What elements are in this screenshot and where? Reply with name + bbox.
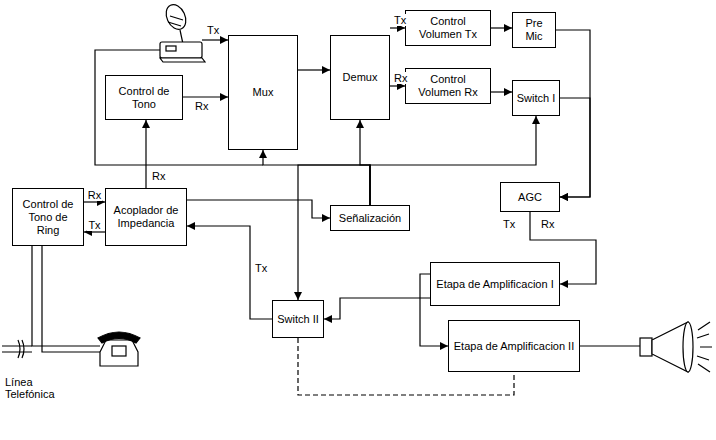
signal-label: Línea Telefónica <box>4 376 76 400</box>
signal-label: Tx <box>206 24 220 36</box>
signal-label: Rx <box>194 100 209 112</box>
signal-arrow <box>84 201 105 202</box>
box-label: Pre Mic <box>516 17 552 43</box>
box-label: Switch II <box>277 313 319 326</box>
microphone-icon <box>160 1 205 62</box>
signal-arrow <box>324 298 430 319</box>
process-box: Switch I <box>512 80 560 116</box>
signal-arrow <box>556 30 590 197</box>
signal-arrow <box>84 231 105 232</box>
process-box: Control de Tono de Ring <box>12 188 84 246</box>
box-label: AGC <box>518 191 542 204</box>
process-box: Control Volumen Tx <box>405 10 491 46</box>
process-box: Pre Mic <box>512 12 556 48</box>
signal-arrow <box>187 226 272 319</box>
box-label: Control Volumen Tx <box>409 15 487 41</box>
box-label: Control Volumen Rx <box>409 73 487 99</box>
signal-label: Rx <box>393 72 408 84</box>
process-box: Control de Tono <box>105 75 183 120</box>
edge-label: Rx <box>87 189 102 201</box>
speaker-icon <box>580 322 712 372</box>
process-box: Señalización <box>330 205 410 231</box>
signal-label: Tx <box>254 262 268 274</box>
box-label: Demux <box>343 71 378 84</box>
box-label: Señalización <box>339 212 401 225</box>
signal-arrow <box>145 120 146 188</box>
box-label: Switch I <box>517 92 556 105</box>
signal-arrow <box>183 96 228 97</box>
signal-label: Tx <box>393 14 407 26</box>
process-box: Acoplador de Impedancia <box>105 188 187 246</box>
signal-label: Tx <box>502 218 516 230</box>
signal-label: Rx <box>540 218 555 230</box>
process-box: Switch II <box>272 300 324 338</box>
signal-arrow <box>491 27 512 28</box>
box-label: Control de Tono de Ring <box>16 198 80 237</box>
box-label: Mux <box>253 86 274 99</box>
process-box: Mux <box>228 35 298 150</box>
process-box: AGC <box>500 182 560 212</box>
signal-arrow <box>491 91 512 92</box>
box-label: Acoplador de Impedancia <box>109 204 183 230</box>
signal-arrow <box>390 85 405 86</box>
box-label: Etapa de Amplificacion II <box>454 340 574 353</box>
process-box: Demux <box>330 35 390 120</box>
signal-arrow <box>298 69 330 70</box>
signal-arrow <box>263 150 370 205</box>
telephone-line <box>2 246 100 358</box>
signal-arrow <box>560 98 590 197</box>
edge-label: Tx <box>87 219 101 231</box>
box-label: Etapa de Amplificacion I <box>436 278 553 291</box>
signal-label: Rx <box>151 170 166 182</box>
telephone-icon <box>98 332 140 366</box>
signal-arrow <box>360 120 370 205</box>
box-label: Control de Tono <box>109 85 179 111</box>
process-box: Etapa de Amplificacion II <box>448 320 580 372</box>
process-box: Control Volumen Rx <box>405 68 491 104</box>
signal-arrow <box>298 165 370 300</box>
signal-arrow <box>390 27 405 28</box>
signal-arrow <box>187 200 330 218</box>
process-box: Etapa de Amplificacion I <box>430 262 560 306</box>
